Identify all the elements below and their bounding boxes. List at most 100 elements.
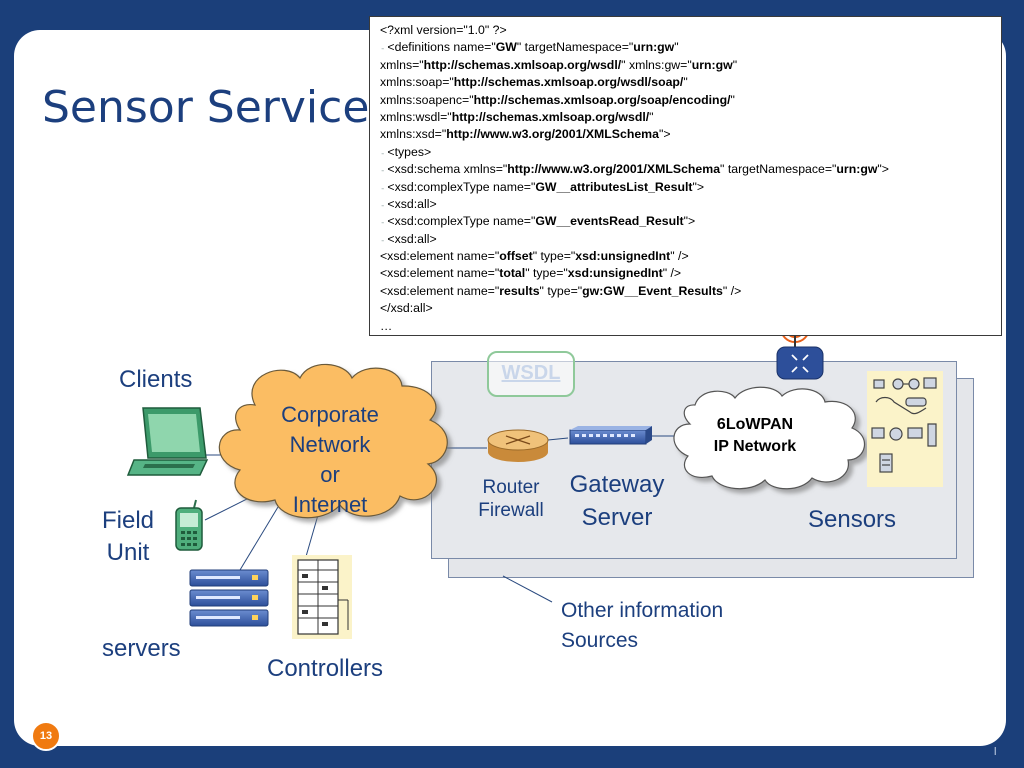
xml-text: <xsd:element name=" (380, 266, 500, 281)
xml-line: -<types> (380, 144, 1001, 161)
collapse-marker[interactable]: - (380, 235, 386, 246)
xml-text: xmlns=" (380, 57, 424, 72)
xml-text: <xsd:element name=" (380, 283, 500, 298)
collapse-marker[interactable]: - (380, 148, 386, 159)
xml-text: "> (658, 127, 671, 142)
gateway-server-label: Gateway Server (556, 468, 678, 534)
xml-text: xmlns:soap=" (380, 75, 454, 90)
controllers-icon (292, 555, 352, 639)
corporate-line-3: or (320, 462, 340, 487)
laptop-icon (126, 407, 209, 476)
xml-value: http://schemas.xmlsoap.org/soap/encoding… (473, 92, 731, 107)
corporate-line-1: Corporate (281, 402, 379, 427)
xml-text: " /> (662, 266, 682, 281)
xml-text: <xsd:element name=" (380, 249, 500, 264)
sensors-icon (867, 371, 943, 487)
field-unit-line-1: Field (101, 507, 155, 534)
xml-text: " type=" (532, 249, 576, 264)
other-line-2: Sources (561, 629, 639, 652)
link-servers (239, 506, 279, 571)
xml-value: http://www.w3.org/2001/XMLSchema (446, 127, 659, 142)
xml-line: xmlns:soapenc="http://schemas.xmlsoap.or… (380, 92, 1001, 109)
corporate-network-label: Corporate Network or Internet (255, 400, 405, 520)
xml-text: " type=" (525, 266, 568, 281)
corporate-line-4: Internet (292, 492, 368, 517)
xml-value: xsd:unsignedInt (567, 266, 663, 281)
xml-text: xmlns:wsdl=" (380, 109, 452, 124)
xml-line: -<xsd:all> (380, 196, 1001, 213)
xml-value: GW__eventsRead_Result (535, 214, 684, 229)
corporate-line-2: Network (289, 432, 371, 457)
collapse-marker[interactable]: - (380, 200, 386, 211)
xml-text: xmlns:xsd=" (380, 127, 447, 142)
xml-line: </xsd:all> (380, 300, 1001, 317)
corporate-cloud (218, 363, 448, 519)
xml-text: " /> (670, 249, 689, 264)
other-line-1: Other information (561, 599, 724, 622)
xml-line: xmlns:soap="http://schemas.xmlsoap.org/w… (380, 74, 1001, 91)
xml-line: <xsd:element name="total" type="xsd:unsi… (380, 265, 1001, 282)
gateway-line-1: Gateway (569, 471, 665, 498)
sensors-label: Sensors (808, 506, 897, 533)
xml-text: xmlns:soapenc=" (380, 92, 474, 107)
xml-value: gw:GW__Event_Results (582, 283, 723, 298)
xml-value: results (499, 283, 540, 298)
xml-line: xmlns="http://schemas.xmlsoap.org/wsdl/"… (380, 57, 1001, 74)
xml-line: -<xsd:complexType name="GW__eventsRead_R… (380, 213, 1001, 230)
xml-text: "> (877, 162, 889, 177)
handheld-icon (175, 499, 203, 551)
xml-text: <xsd:complexType name=" (387, 179, 536, 194)
collapse-marker[interactable]: - (380, 166, 386, 177)
lowpan-line-2: IP Network (713, 438, 797, 455)
link-other-sources (502, 575, 553, 603)
xml-line: … (380, 318, 1001, 335)
xml-text: " type=" (539, 283, 583, 298)
router-icon (487, 429, 549, 462)
xml-value: GW__attributesList_Result (535, 179, 693, 194)
router-line-1: Router (482, 477, 540, 498)
slide-title: Sensor Service A (42, 82, 414, 133)
xml-value: total (499, 266, 526, 281)
link-controllers (304, 514, 319, 561)
xml-text: <definitions name=" (387, 40, 496, 55)
xml-text: <xsd:complexType name=" (387, 214, 536, 229)
wsdl-label: WSDL (501, 362, 561, 384)
xml-value: offset (499, 249, 533, 264)
xml-text: "> (692, 179, 705, 194)
xml-text: " xmlns:gw=" (621, 57, 692, 72)
link-gateway (547, 437, 569, 441)
xml-text: </xsd:all> (380, 301, 433, 316)
xml-text: " targetNamespace=" (720, 162, 837, 177)
controllers-label: Controllers (267, 655, 384, 682)
collapse-marker[interactable]: - (380, 44, 386, 55)
corner-mark: l (994, 746, 997, 758)
xml-line: xmlns:wsdl="http://schemas.xmlsoap.org/w… (380, 109, 1001, 126)
xml-value: urn:gw (836, 162, 878, 177)
xml-value: http://schemas.xmlsoap.org/wsdl/ (451, 109, 650, 124)
servers-label: servers (102, 635, 181, 662)
xml-line: <xsd:element name="results" type="gw:GW_… (380, 283, 1001, 300)
wsdl-link[interactable]: WSDL (487, 351, 575, 397)
xml-text: " (649, 109, 654, 124)
xml-line: -<xsd:complexType name="GW__attributesLi… (380, 179, 1001, 196)
xml-value: http://www.w3.org/2001/XMLSchema (507, 162, 721, 177)
collapse-marker[interactable]: - (380, 218, 386, 229)
xml-value: urn:gw (691, 57, 733, 72)
xml-text: " /> (722, 283, 742, 298)
xml-text: <xsd:all> (387, 231, 437, 246)
wsdl-xml-snippet: <?xml version="1.0" ?>-<definitions name… (369, 16, 1002, 336)
xml-text: " (683, 75, 688, 90)
xml-value: xsd:unsignedInt (575, 249, 671, 264)
field-unit-label: Field Unit (93, 507, 163, 567)
xml-value: GW (495, 40, 517, 55)
xml-text: " (730, 92, 735, 107)
clients-label: Clients (119, 366, 193, 393)
collapse-marker[interactable]: - (380, 183, 386, 194)
xml-text: <?xml version="1.0" ?> (380, 23, 507, 37)
xml-text: … (380, 318, 393, 333)
xml-line: <?xml version="1.0" ?> (380, 22, 1001, 39)
gateway-line-2: Server (581, 504, 653, 531)
gateway-switch-icon (569, 426, 652, 445)
